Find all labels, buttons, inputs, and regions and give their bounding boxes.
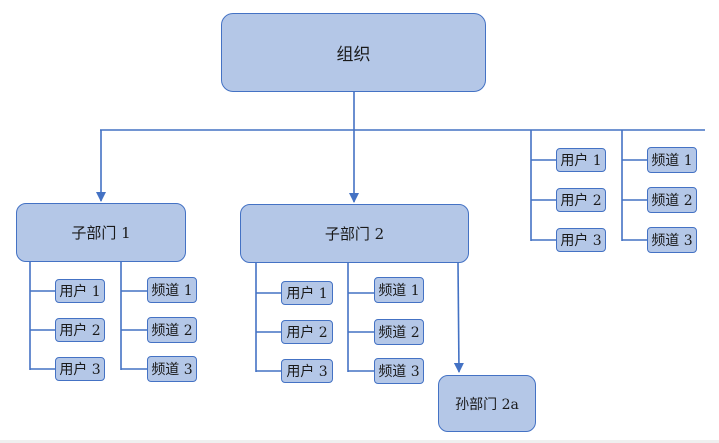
dept2-channel-1: 频道 1 bbox=[374, 277, 424, 303]
dept1-user-1: 用户 1 bbox=[55, 279, 105, 303]
dept2-user-3: 用户 3 bbox=[281, 359, 333, 383]
dept2-user-2: 用户 2 bbox=[281, 320, 333, 344]
root-node-org: 组织 bbox=[221, 13, 486, 92]
root-user-1: 用户 1 bbox=[556, 148, 606, 172]
bottom-divider bbox=[0, 440, 719, 443]
dept1-channel-1: 频道 1 bbox=[147, 277, 197, 303]
dept2-user-1: 用户 1 bbox=[281, 281, 333, 305]
root-channel-3: 频道 3 bbox=[647, 227, 697, 253]
root-channel-1: 频道 1 bbox=[647, 147, 697, 173]
dept2-channel-3: 频道 3 bbox=[374, 358, 424, 384]
dept1-channel-2: 频道 2 bbox=[147, 317, 197, 343]
root-user-3: 用户 3 bbox=[556, 228, 606, 252]
root-user-2: 用户 2 bbox=[556, 188, 606, 212]
dept-node-2: 子部门 2 bbox=[240, 204, 469, 263]
root-channel-2: 频道 2 bbox=[647, 187, 697, 213]
sub-dept-node-2a: 孙部门 2a bbox=[438, 375, 536, 432]
dept2-channel-2: 频道 2 bbox=[374, 319, 424, 345]
dept1-channel-3: 频道 3 bbox=[147, 356, 197, 382]
dept-node-1: 子部门 1 bbox=[16, 203, 186, 262]
arrow-to-sub-dept-2a bbox=[453, 262, 464, 373]
dept1-user-2: 用户 2 bbox=[55, 318, 105, 342]
dept1-user-3: 用户 3 bbox=[55, 357, 105, 381]
